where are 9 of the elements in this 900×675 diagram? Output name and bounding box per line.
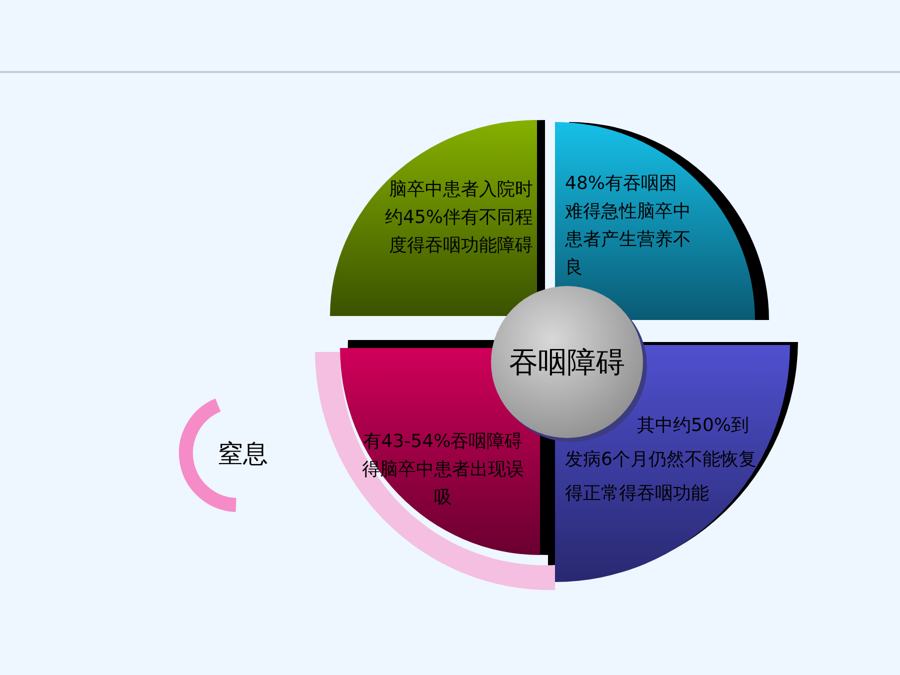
quadrant-sector [340, 348, 540, 555]
side-label: 窒息 [218, 438, 268, 470]
sector-text: 脑卒中患者入院时约45%伴有不同程度得吞咽功能障碍 [385, 178, 533, 258]
quadrant-sector [330, 120, 537, 316]
quadrant-sector [555, 122, 755, 320]
center-label: 吞咽障碍 [508, 344, 626, 380]
sector-text: 48%有吞咽困难得急性脑卒中患者产生营养不良 [565, 172, 692, 280]
sector-text: 其中约50%到发病6个月仍然不能恢复得正常得吞咽功能 [565, 414, 757, 506]
sector-text: 有43-54%吞咽障碍得脑卒中患者出现误吸 [362, 430, 524, 510]
